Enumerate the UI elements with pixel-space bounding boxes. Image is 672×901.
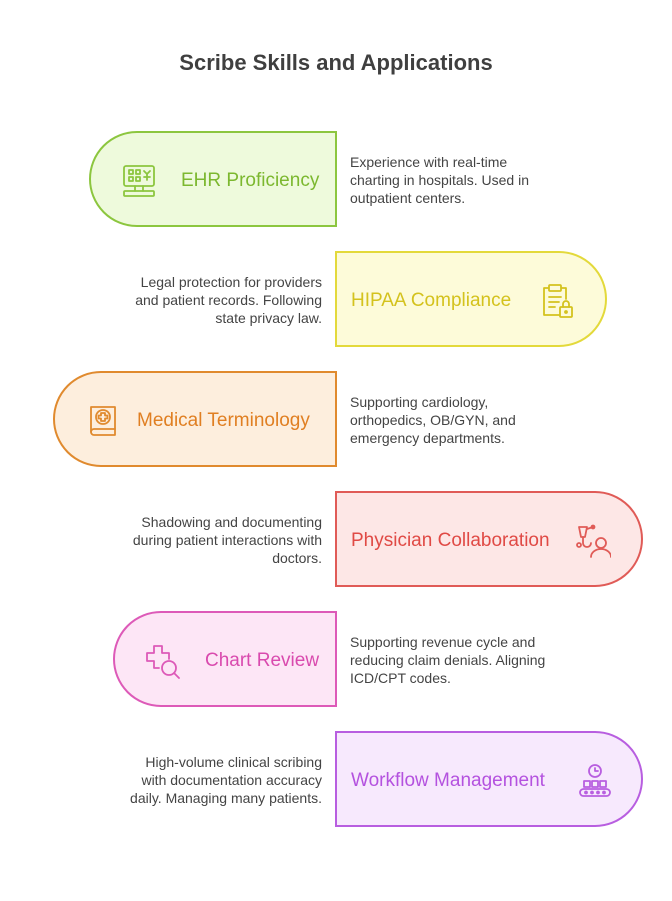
conveyor-clock-icon xyxy=(577,763,613,799)
skill-description: Supporting revenue cycle and reducing cl… xyxy=(350,634,546,686)
skill-label: EHR Proficiency xyxy=(181,170,320,191)
skill-pill-ehr-proficiency: EHR Proficiency xyxy=(89,131,337,227)
doctor-patient-icon xyxy=(575,523,612,559)
skill-label: Workflow Management xyxy=(351,770,545,791)
skill-description: Shadowing and documenting during patient… xyxy=(132,514,322,566)
computer-terminal-icon xyxy=(121,163,157,199)
skill-description: Supporting cardiology, orthopedics, OB/G… xyxy=(350,394,516,446)
skill-pill-chart-review: Chart Review xyxy=(113,611,337,707)
skill-pill-hipaa-compliance: HIPAA Compliance xyxy=(335,251,607,347)
clipboard-lock-icon xyxy=(539,283,575,319)
skill-description: Legal protection for providers and patie… xyxy=(135,274,322,326)
page-title: Scribe Skills and Applications xyxy=(179,50,493,75)
skill-label: HIPAA Compliance xyxy=(351,290,512,311)
skill-label: Chart Review xyxy=(205,650,320,671)
skill-pill-workflow-management: Workflow Management xyxy=(335,731,643,827)
skill-pill-medical-terminology: Medical Terminology xyxy=(53,371,337,467)
medical-search-icon xyxy=(145,643,181,679)
skill-description: High-volume clinical scribing with docum… xyxy=(130,754,322,806)
skill-pill-physician-collaboration: Physician Collaboration xyxy=(335,491,643,587)
skill-description: Experience with real-time charting in ho… xyxy=(350,154,529,206)
medical-book-icon xyxy=(85,403,121,439)
skill-label: Medical Terminology xyxy=(137,410,310,431)
skill-label: Physician Collaboration xyxy=(351,530,550,551)
